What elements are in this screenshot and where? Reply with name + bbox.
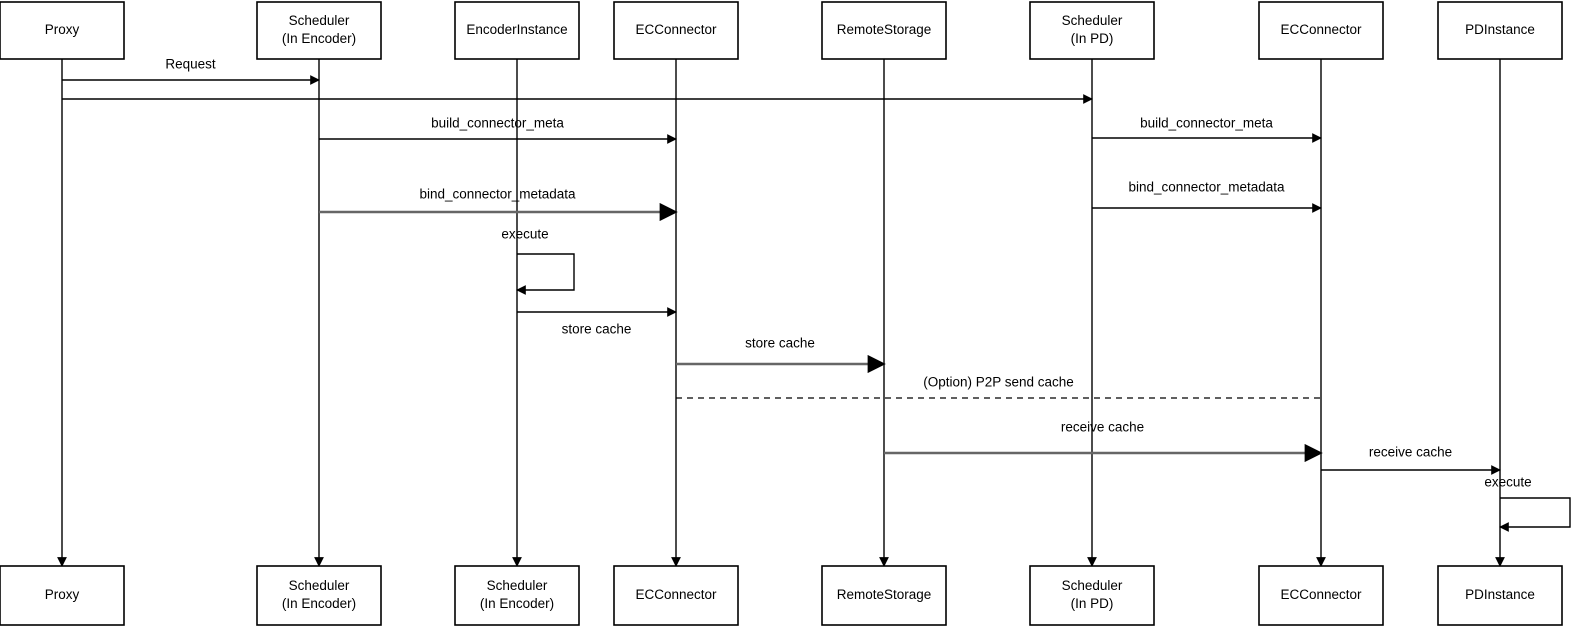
participant-box bbox=[1029, 1, 1155, 60]
participant-label-line1: RemoteStorage bbox=[837, 587, 932, 602]
participant-head-ec_connector_a[interactable]: ECConnector bbox=[613, 1, 739, 60]
message-m1[interactable]: Request bbox=[62, 57, 320, 85]
participant-box bbox=[1437, 565, 1563, 626]
participant-label-line1: EncoderInstance bbox=[466, 22, 567, 37]
self-loop-s1[interactable]: execute bbox=[501, 227, 575, 295]
participant-box bbox=[1437, 1, 1563, 60]
participant-box bbox=[1258, 565, 1384, 626]
participant-box bbox=[1029, 565, 1155, 626]
messages-layer: Request build_connector_meta build_connect… bbox=[62, 57, 1571, 532]
participant-head-ec_connector_b[interactable]: ECConnector bbox=[1258, 1, 1384, 60]
participant-label-line1: ECConnector bbox=[635, 587, 717, 602]
message-m8[interactable]: store cache bbox=[676, 336, 886, 374]
lifelines-layer bbox=[57, 59, 1505, 567]
participant-foot-encoder_inst[interactable]: Scheduler (In Encoder) bbox=[454, 565, 580, 626]
participant-label-line2: (In PD) bbox=[1071, 596, 1114, 611]
message-label: receive cache bbox=[1061, 420, 1144, 435]
participant-label-line1: PDInstance bbox=[1465, 22, 1535, 37]
participant-label-line1: Proxy bbox=[45, 22, 80, 37]
participant-foot-ec_connector_b[interactable]: ECConnector bbox=[1258, 565, 1384, 626]
self-loop-path bbox=[1499, 497, 1571, 532]
participant-head-pd_instance[interactable]: PDInstance bbox=[1437, 1, 1563, 60]
participant-box bbox=[821, 1, 947, 60]
self-loop-label: execute bbox=[1484, 475, 1531, 490]
participant-label-line1: Scheduler bbox=[1062, 13, 1123, 28]
message-label: bind_connector_metadata bbox=[419, 187, 576, 202]
participant-label-line1: Scheduler bbox=[1062, 578, 1123, 593]
participant-box bbox=[613, 565, 739, 626]
participant-box bbox=[454, 565, 580, 626]
message-label: Request bbox=[165, 57, 216, 72]
participant-head-scheduler_pd[interactable]: Scheduler (In PD) bbox=[1029, 1, 1155, 60]
participant-head-remote_storage[interactable]: RemoteStorage bbox=[821, 1, 947, 60]
participant-foot-proxy[interactable]: Proxy bbox=[0, 565, 125, 626]
message-m7[interactable]: store cache bbox=[517, 307, 677, 337]
participant-box bbox=[256, 1, 382, 60]
participant-head-scheduler_enc[interactable]: Scheduler (In Encoder) bbox=[256, 1, 382, 60]
participant-label-line1: RemoteStorage bbox=[837, 22, 932, 37]
participant-box bbox=[0, 565, 125, 626]
participant-head-proxy[interactable]: Proxy bbox=[0, 1, 125, 60]
message-m9[interactable]: receive cache bbox=[884, 420, 1323, 463]
self-loop-path bbox=[516, 253, 575, 295]
message-m5[interactable]: bind_connector_metadata bbox=[319, 187, 678, 222]
participant-label-line1: Scheduler bbox=[487, 578, 548, 593]
participant-head-encoder_inst[interactable]: EncoderInstance bbox=[454, 1, 580, 60]
message-m6[interactable]: bind_connector_metadata bbox=[1092, 180, 1322, 213]
message-m3[interactable]: build_connector_meta bbox=[319, 116, 677, 144]
participant-label-line1: Proxy bbox=[45, 587, 80, 602]
self-loop-s2[interactable]: execute bbox=[1484, 475, 1571, 532]
dashed-message-label: (Option) P2P send cache bbox=[923, 375, 1074, 390]
message-m10[interactable]: receive cache bbox=[1321, 445, 1501, 475]
message-label: bind_connector_metadata bbox=[1128, 180, 1285, 195]
participant-box bbox=[821, 565, 947, 626]
participant-box bbox=[0, 1, 125, 60]
participant-label-line2: (In Encoder) bbox=[282, 596, 356, 611]
message-label: build_connector_meta bbox=[431, 116, 564, 131]
participant-label-line1: ECConnector bbox=[1280, 22, 1362, 37]
participant-label-line2: (In Encoder) bbox=[480, 596, 554, 611]
message-label: receive cache bbox=[1369, 445, 1452, 460]
participant-box bbox=[454, 1, 580, 60]
participant-label-line1: ECConnector bbox=[1280, 587, 1362, 602]
self-loop-label: execute bbox=[501, 227, 548, 242]
message-label: store cache bbox=[745, 336, 815, 351]
participant-foot-remote_storage[interactable]: RemoteStorage bbox=[821, 565, 947, 626]
dashed-message-d1[interactable]: (Option) P2P send cache bbox=[676, 375, 1321, 399]
participant-label-line1: ECConnector bbox=[635, 22, 717, 37]
participant-foot-scheduler_enc[interactable]: Scheduler (In Encoder) bbox=[256, 565, 382, 626]
message-label: build_connector_meta bbox=[1140, 116, 1273, 131]
participant-label-line1: Scheduler bbox=[289, 578, 350, 593]
participant-box bbox=[256, 565, 382, 626]
participant-foot-ec_connector_a[interactable]: ECConnector bbox=[613, 565, 739, 626]
participant-label-line2: (In Encoder) bbox=[282, 31, 356, 46]
participant-foot-scheduler_pd[interactable]: Scheduler (In PD) bbox=[1029, 565, 1155, 626]
message-label: store cache bbox=[562, 322, 632, 337]
participant-label-line2: (In PD) bbox=[1071, 31, 1114, 46]
participant-label-line1: PDInstance bbox=[1465, 587, 1535, 602]
participant-label-line1: Scheduler bbox=[289, 13, 350, 28]
participant-box bbox=[613, 1, 739, 60]
participant-box bbox=[1258, 1, 1384, 60]
participant-foot-pd_instance[interactable]: PDInstance bbox=[1437, 565, 1563, 626]
message-m4[interactable]: build_connector_meta bbox=[1092, 116, 1322, 143]
